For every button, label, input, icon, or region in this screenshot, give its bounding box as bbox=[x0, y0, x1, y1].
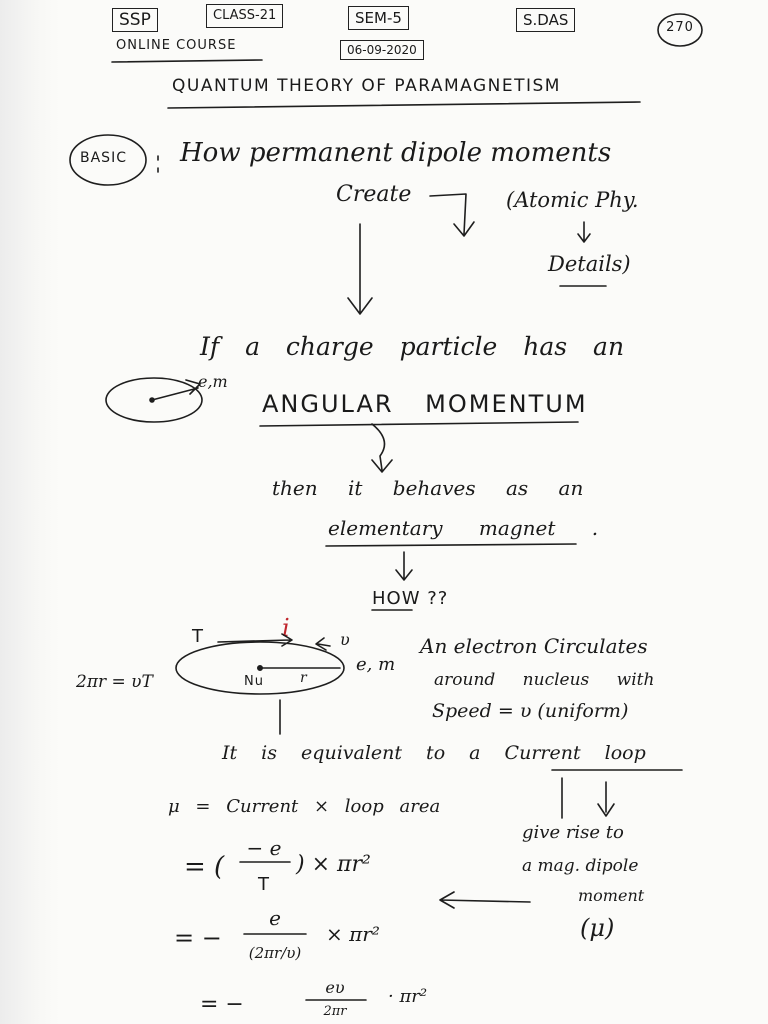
side-note-left-arrow bbox=[439, 891, 531, 909]
create-down-arrow bbox=[347, 223, 373, 315]
current-loop-down-arrow bbox=[597, 781, 615, 817]
basic-tag-circle bbox=[69, 134, 147, 186]
eq3-denominator: 2πr bbox=[323, 1004, 347, 1019]
semester-box: SEM-5 bbox=[348, 6, 409, 30]
side-note-line1: give rise to bbox=[522, 822, 624, 843]
period-label: T bbox=[192, 626, 204, 647]
current-label: i bbox=[282, 614, 290, 642]
radius-label: r bbox=[300, 670, 307, 686]
eq1-tail: ) × πr² bbox=[296, 852, 371, 877]
angular-down-arrow bbox=[371, 423, 393, 473]
orbit-desc-line1: An electron Circulates bbox=[420, 634, 648, 658]
page-number: 270 bbox=[666, 20, 694, 35]
course-code-box: SSP bbox=[112, 8, 158, 32]
basic-tag: BASIC bbox=[80, 150, 127, 166]
eq2-tail: × πr² bbox=[326, 922, 380, 946]
side-note-line4: (μ) bbox=[580, 914, 615, 942]
eq2-numerator: e bbox=[269, 906, 281, 930]
basic-aside-line1: (Atomic Phy. bbox=[506, 188, 639, 212]
aside-down-arrow bbox=[577, 221, 591, 243]
side-note-line2: a mag. dipole bbox=[522, 856, 639, 876]
nucleus-label: Nu bbox=[244, 674, 264, 689]
eq3-tail: · πr² bbox=[388, 986, 428, 1007]
orbit-desc-line2: around nucleus with bbox=[434, 670, 655, 690]
side-note-line3: moment bbox=[578, 886, 645, 905]
eq3-lead: = − bbox=[200, 992, 244, 1017]
author-box: S.DAS bbox=[516, 8, 576, 32]
equivalence-line: It is equivalent to a Current loop bbox=[222, 742, 646, 764]
create-aside-arrow bbox=[429, 193, 475, 237]
angular-line1: If a charge particle has an bbox=[200, 332, 625, 361]
eq1-denominator: T bbox=[258, 874, 270, 895]
orbit-ellipse bbox=[175, 641, 345, 695]
small-orbit bbox=[105, 377, 203, 423]
orbit-desc-line3: Speed = υ (uniform) bbox=[432, 700, 629, 722]
orbit-small-em-label: e,m bbox=[198, 372, 228, 391]
page-title: QUANTUM THEORY OF PARAMAGNETISM bbox=[172, 76, 561, 96]
magnet-down-arrow bbox=[395, 551, 413, 581]
small-orbit-radius-arrow bbox=[151, 379, 201, 401]
velocity-arrow bbox=[315, 637, 331, 651]
class-number-box: CLASS-21 bbox=[206, 4, 284, 28]
how-label: HOW ?? bbox=[372, 588, 449, 609]
mu-definition: μ = Current × loop area bbox=[168, 796, 441, 817]
angular-line4: elementary magnet . bbox=[328, 516, 599, 540]
period-equation: 2πr = υT bbox=[76, 672, 153, 692]
eq2-lead: = − bbox=[174, 924, 222, 952]
electron-em-label: e, m bbox=[356, 654, 396, 675]
course-type-label: ONLINE COURSE bbox=[116, 38, 237, 53]
eq1-lead: = ( bbox=[184, 852, 225, 882]
angular-line2: ANGULAR MOMENTUM bbox=[262, 390, 588, 418]
page-number-circle bbox=[657, 13, 703, 47]
course-type-underline bbox=[111, 59, 263, 63]
angular-underline bbox=[259, 421, 579, 427]
basic-question-line2: Create bbox=[336, 182, 412, 207]
eq2-denominator: (2πr/υ) bbox=[248, 944, 302, 962]
basic-aside-line2: Details) bbox=[548, 252, 631, 276]
date-box: 06-09-2020 bbox=[340, 40, 424, 60]
title-underline bbox=[167, 101, 641, 109]
orbit-direction-arrow bbox=[217, 633, 293, 647]
magnet-underline bbox=[325, 543, 577, 547]
velocity-label: υ bbox=[340, 630, 350, 649]
basic-question-line1: How permanent dipole moments bbox=[180, 138, 612, 168]
eq3-numerator: eυ bbox=[325, 978, 345, 997]
eq1-numerator: − e bbox=[246, 836, 282, 860]
angular-line3: then it behaves as an bbox=[272, 476, 584, 500]
page-binding-shadow bbox=[0, 0, 60, 1024]
